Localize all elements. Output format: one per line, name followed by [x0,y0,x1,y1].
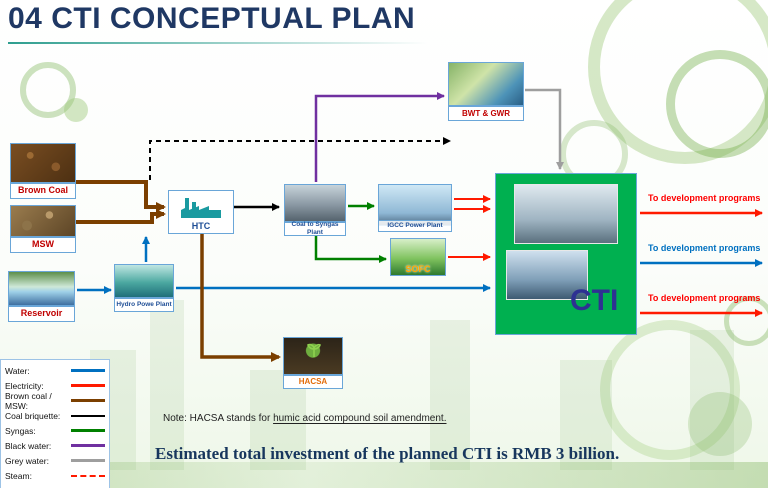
legend-label: Coal briquette: [5,410,61,421]
bwt-gwr-image [448,62,524,106]
arrow-browncoal-to-htc [76,180,166,212]
background-decoration [600,320,740,460]
legend: Water: Electricity: Brown coal / MSW: Co… [0,359,110,488]
cti-plant-photo-2 [506,250,588,300]
legend-item-blackwater: Black water: [5,438,105,453]
note-underlined: humic acid compound soil amendment. [273,413,447,424]
cti-node: CTI [495,173,637,335]
legend-label: Brown coal / MSW: [5,390,52,411]
skyline-building [690,330,734,470]
brown-coal-label: Brown Coal [10,183,76,199]
msw-label: MSW [10,237,76,253]
legend-line-steam [71,474,105,477]
coal-to-syngas-image [284,184,346,222]
legend-item-steam: Steam: [5,468,105,483]
sofc-label: SOFC [405,264,431,274]
cti-label: CTI [570,284,619,317]
sofc-image: SOFC [390,238,446,276]
title-underline [8,42,428,44]
legend-line-syngas [71,429,105,432]
arrow-msw-to-htc [76,209,166,224]
background-decoration [666,50,768,158]
legend-line-greywater [71,459,105,462]
legend-item-greywater: Grey water: [5,453,105,468]
hacsa-label: HACSA [283,375,343,389]
seedling-icon [306,342,322,358]
output-label-3: To development programs [648,293,761,303]
brown-coal-image [10,143,76,183]
hacsa-note: Note: HACSA stands for humic acid compou… [163,413,447,424]
output-label-2: To development programs [648,243,761,253]
htc-label: HTC [191,221,211,231]
legend-item-browncoal: Brown coal / MSW: [5,390,105,411]
factory-icon [179,196,223,220]
hacsa-image [283,337,343,375]
cti-plant-photo-1 [514,184,618,244]
background-decoration [64,98,88,122]
legend-label: Black water: [5,440,52,451]
legend-label: Syngas: [5,425,36,436]
htc-node: HTC [168,190,234,234]
igcc-label: IGCC Power Plant [378,220,452,232]
hydro-plant-image [114,264,174,298]
coal-to-syngas-label: Coal to Syngas Plant [284,221,346,236]
legend-line-browncoal [71,399,105,402]
legend-label: Electricity: [5,380,44,391]
legend-label: Grey water: [5,455,49,466]
output-label-1: To development programs [648,193,761,203]
arrow-htc-to-hacsa [200,234,281,362]
legend-line-water [71,369,105,372]
msw-image [10,205,76,237]
legend-line-electricity [71,384,105,387]
legend-item-electricity: Electricity: [5,378,105,393]
legend-label: Water: [5,365,30,376]
background-decoration [0,462,768,488]
background-decoration [724,296,768,346]
background-decoration [588,0,768,164]
igcc-image [378,184,452,226]
page-title: 04 CTI CONCEPTUAL PLAN [8,2,416,35]
legend-item-briquette: Coal briquette: [5,408,105,423]
background-decoration [688,392,752,456]
legend-label: Steam: [5,470,32,481]
background-decoration [20,62,76,118]
note-prefix: Note: HACSA stands for [163,413,274,424]
reservoir-label: Reservoir [8,306,75,322]
legend-item-syngas: Syngas: [5,423,105,438]
legend-line-blackwater [71,444,105,447]
arrow-blackwater-to-bwt [314,92,445,182]
legend-item-water: Water: [5,363,105,378]
bwt-gwr-label: BWT & GWR [448,106,524,121]
reservoir-image [8,271,75,306]
investment-statement: Estimated total investment of the planne… [155,444,620,463]
hydro-plant-label: Hydro Powe Plant [114,298,174,312]
arrow-coal-briquette [149,137,451,180]
arrow-greywater-to-cti [525,88,564,170]
legend-line-briquette [71,414,105,417]
